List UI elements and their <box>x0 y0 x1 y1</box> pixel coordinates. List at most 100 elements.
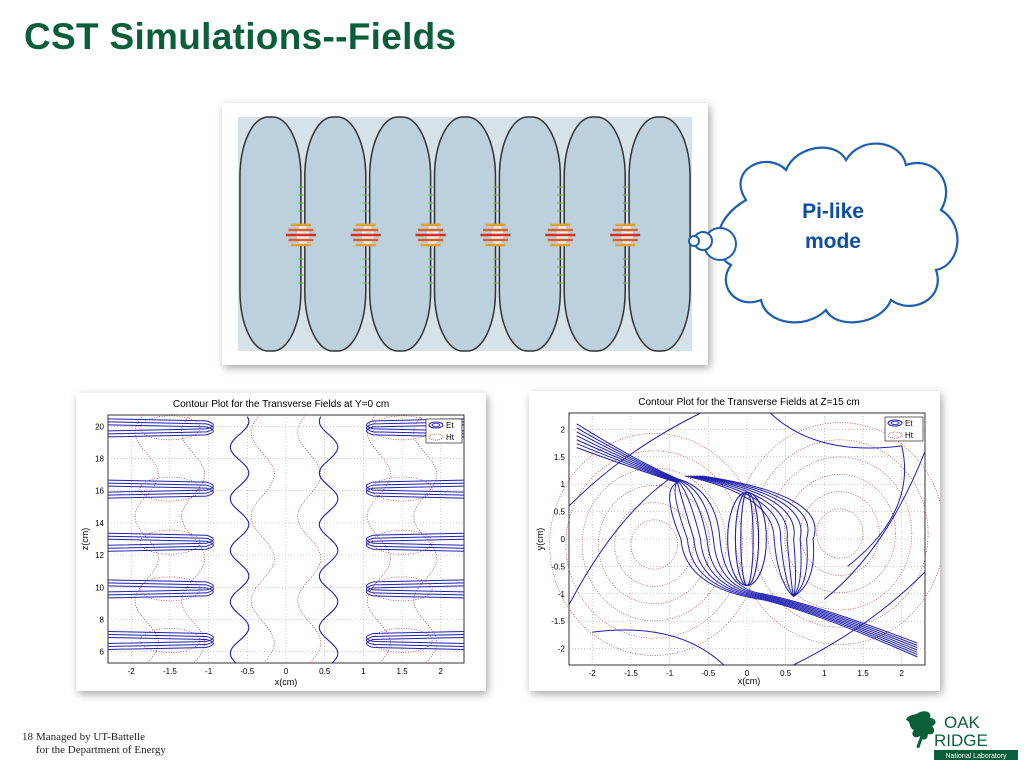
field-arrows <box>285 186 641 284</box>
et-contour <box>365 418 465 432</box>
callout-line1: Pi-like <box>802 200 864 223</box>
cavity-simulation-svg <box>222 103 708 365</box>
ht-contour <box>614 502 694 587</box>
footer-line2: for the Department of Energy <box>36 744 166 756</box>
et-contour <box>592 629 725 666</box>
logo-line1: OAK <box>944 713 981 732</box>
legend-et-swatch <box>428 421 444 429</box>
et-contour <box>824 451 926 600</box>
x-tick-label: -2 <box>128 667 136 676</box>
x-tick-label: 1.5 <box>858 669 870 678</box>
et-contour <box>576 427 918 646</box>
grid-lines <box>108 415 464 663</box>
y-tick-label: 14 <box>95 519 104 528</box>
legend-et-swatch <box>887 419 903 427</box>
ht-contour <box>371 476 433 502</box>
cloud-bubble-small <box>688 235 700 247</box>
pi-like-mode-callout: Pi-like mode <box>686 130 972 330</box>
x-tick-label: 2 <box>439 667 444 676</box>
arrow-cluster <box>545 186 576 284</box>
oak-leaf-icon <box>906 711 936 749</box>
ht-contour <box>139 628 201 653</box>
ht-contour <box>366 414 391 664</box>
ht-contour <box>371 576 433 602</box>
et-contour <box>684 475 794 597</box>
ht-contour <box>139 576 201 602</box>
y-tick-label: 16 <box>95 487 104 496</box>
et-contour <box>107 479 214 493</box>
ht-contour <box>371 628 433 653</box>
et-contour <box>365 532 465 546</box>
legend-ht-swatch <box>428 433 444 441</box>
et-contour <box>107 633 214 647</box>
et-contour <box>576 435 918 651</box>
et-contour <box>318 416 339 664</box>
x-tick-label: 1.5 <box>397 667 409 676</box>
et-contour <box>107 485 214 499</box>
et-contour <box>107 585 214 599</box>
et-contour <box>107 421 214 435</box>
et-contour <box>576 447 918 658</box>
et-contours <box>568 412 926 666</box>
et-contour <box>365 421 465 435</box>
callout-line2: mode <box>805 230 861 253</box>
ht-contour <box>767 456 913 611</box>
x-tick-label: 0 <box>284 667 289 676</box>
arrow-cluster <box>285 186 316 284</box>
y-axis-label: y(cm) <box>535 528 545 551</box>
legend-ht-swatch <box>887 431 903 439</box>
y-axis-label: z(cm) <box>80 528 90 551</box>
y-tick-label: 12 <box>95 551 104 560</box>
y-tick-label: 0 <box>561 535 566 544</box>
x-tick-label: 0.5 <box>780 669 792 678</box>
chart-title: Contour Plot for the Transverse Fields a… <box>638 397 859 408</box>
et-contour <box>769 412 906 567</box>
y-tick-label: 10 <box>95 583 104 592</box>
y-tick-label: 0.5 <box>554 508 566 517</box>
x-axis-label: x(cm) <box>738 676 761 686</box>
ht-contours <box>134 414 438 664</box>
et-contour <box>107 424 214 438</box>
et-contour <box>229 416 250 664</box>
ht-contour <box>297 414 322 664</box>
et-contour <box>365 535 465 549</box>
et-contour <box>365 482 465 496</box>
y-tick-label: 8 <box>100 616 105 625</box>
et-contour <box>107 582 214 596</box>
et-contour <box>727 491 767 587</box>
et-contour <box>107 418 214 432</box>
x-tick-label: 1 <box>822 669 827 678</box>
et-contour <box>568 478 670 605</box>
y-tick-label: -0.5 <box>551 562 565 571</box>
ht-contour <box>783 474 896 594</box>
x-axis-label: x(cm) <box>275 677 298 687</box>
y-tick-label: 18 <box>95 454 104 463</box>
y-tick-label: 1 <box>561 480 566 489</box>
et-contour <box>107 579 214 593</box>
et-contour <box>576 431 918 649</box>
ht-contour <box>751 439 929 628</box>
y-tick-label: -1 <box>558 590 566 599</box>
et-contour <box>687 475 794 597</box>
et-contour <box>693 475 796 597</box>
y-tick-label: 2 <box>561 425 566 434</box>
x-tick-label: 2 <box>900 669 905 678</box>
ht-contour <box>139 476 201 502</box>
chart-title: Contour Plot for the Transverse Fields a… <box>173 399 389 410</box>
arrow-cluster <box>480 186 511 284</box>
y-tick-label: 1.5 <box>554 453 566 462</box>
et-contour <box>107 636 214 650</box>
contour-plot-y0: Contour Plot for the Transverse Fields a… <box>76 393 486 691</box>
et-contour <box>107 532 214 546</box>
ht-contour <box>800 491 880 576</box>
et-contour <box>365 424 465 438</box>
y-tick-label: 20 <box>95 422 104 431</box>
ht-contour <box>630 519 678 570</box>
et-contour <box>576 423 918 644</box>
logo-line2: RIDGE <box>934 731 988 750</box>
et-contour <box>568 412 701 507</box>
et-contour <box>793 571 926 666</box>
ht-contour <box>139 415 201 441</box>
